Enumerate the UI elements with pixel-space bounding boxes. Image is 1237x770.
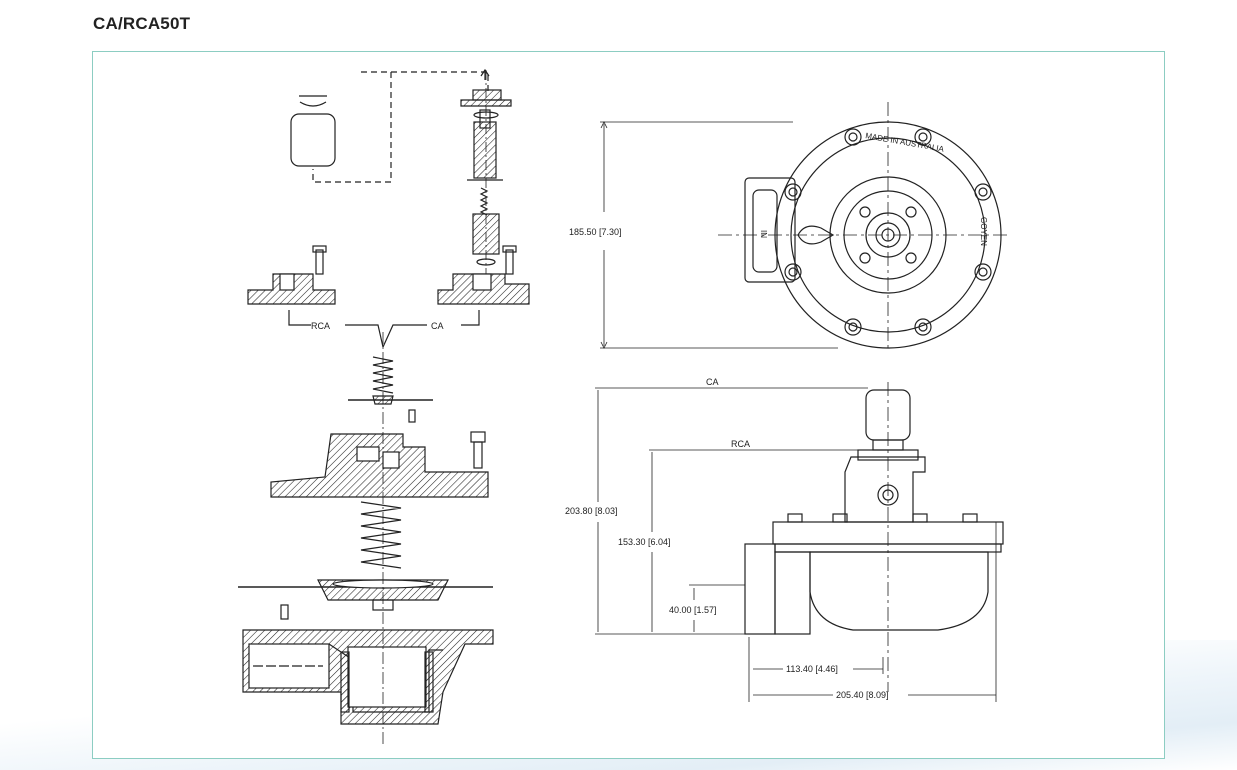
flange-bolts (784, 128, 992, 336)
marking-in: IN (759, 230, 768, 238)
marking-made-in: MADE IN AUSTRALIA (865, 131, 946, 154)
drawing-frame: RCA CA (92, 51, 1165, 759)
coil-component (290, 95, 336, 167)
side-dim-rca-height: 153.30 [6.04] (618, 537, 671, 547)
exploded-view (238, 68, 530, 747)
wire-connector-dashed (312, 71, 392, 183)
valve-body-component (242, 629, 494, 725)
top-view (600, 102, 1008, 352)
side-view (595, 382, 1004, 702)
exploded-label-rca: RCA (311, 321, 330, 331)
page-title: CA/RCA50T (93, 14, 191, 33)
side-dim-total-height: 203.80 [8.03] (565, 506, 618, 516)
pilot-body-ca (437, 245, 530, 305)
side-dim-inlet-height: 40.00 [1.57] (669, 605, 717, 615)
side-dim-width: 205.40 [8.09] (836, 690, 889, 700)
side-dim-half-width: 113.40 [4.46] (786, 664, 838, 674)
marking-brand: GOYEN (979, 217, 988, 246)
technical-drawing: RCA CA (238, 68, 1008, 747)
top-dim-height: 185.50 [7.30] (569, 227, 622, 237)
diaphragm-component (238, 579, 493, 611)
pilot-body-rca (247, 245, 336, 305)
exploded-label-ca: CA (431, 321, 444, 331)
side-label-ca: CA (706, 377, 719, 387)
cover-component (270, 433, 489, 498)
side-label-rca: RCA (731, 439, 750, 449)
